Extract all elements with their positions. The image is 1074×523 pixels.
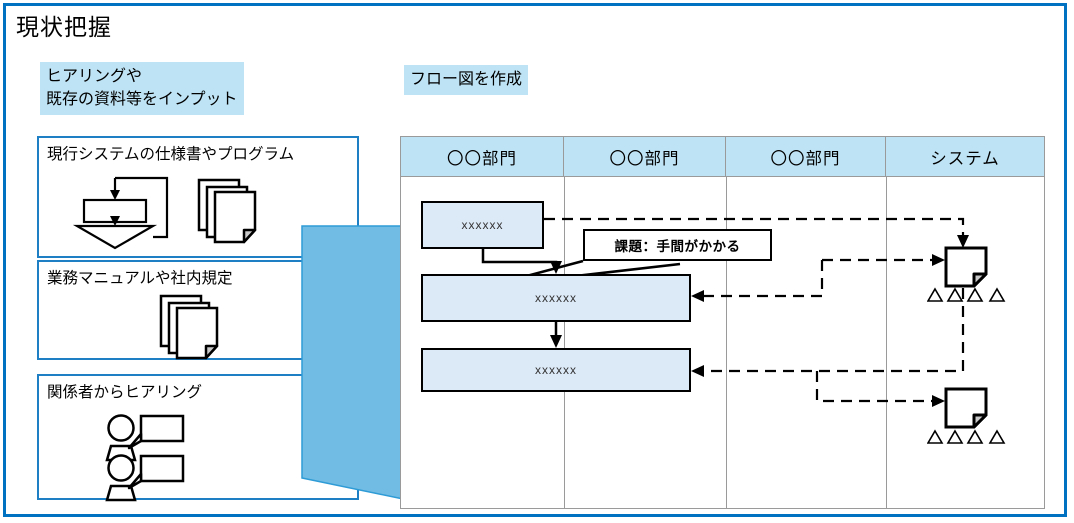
- caption-input-sources: ヒアリングや 既存の資料等をインプット: [40, 62, 244, 115]
- process-box-1[interactable]: xxxxxx: [421, 201, 544, 249]
- flow-column-header-4: システム: [886, 137, 1044, 177]
- process-box-3[interactable]: xxxxxx: [421, 348, 691, 392]
- source-box-1-label: 現行システムの仕様書やプログラム: [47, 146, 295, 163]
- issue-callout[interactable]: 課題：手間がかかる: [583, 229, 772, 261]
- caption-create-flow: フロー図を作成: [404, 65, 529, 95]
- source-box-3-label: 関係者からヒアリング: [47, 384, 203, 401]
- page-title: 現状把握: [16, 14, 112, 40]
- source-box-2-label: 業務マニュアルや社内規定: [47, 270, 233, 287]
- process-box-2[interactable]: xxxxxx: [421, 274, 691, 322]
- triangle-row-1: [927, 287, 1006, 302]
- document-note-icon[interactable]: [944, 246, 988, 288]
- documents-icon: [197, 178, 257, 244]
- flow-column-header-1: 〇〇部門: [401, 137, 564, 177]
- person-speech-icon: [105, 454, 185, 502]
- flowchart-icon: [72, 176, 169, 250]
- flow-table-header: 〇〇部門 〇〇部門 〇〇部門 システム: [401, 137, 1044, 177]
- triangle-row-2: [927, 429, 1006, 444]
- documents-icon: [159, 294, 219, 360]
- document-note-icon[interactable]: [944, 387, 988, 429]
- source-box-system-specs[interactable]: 現行システムの仕様書やプログラム: [37, 136, 359, 258]
- flow-column-header-3: 〇〇部門: [726, 137, 886, 177]
- flow-diagram-table: 〇〇部門 〇〇部門 〇〇部門 システム: [400, 136, 1045, 509]
- flow-column-header-2: 〇〇部門: [564, 137, 726, 177]
- flow-column-divider-3: [886, 177, 887, 508]
- flow-column-divider-1: [564, 177, 565, 508]
- flow-column-divider-2: [726, 177, 727, 508]
